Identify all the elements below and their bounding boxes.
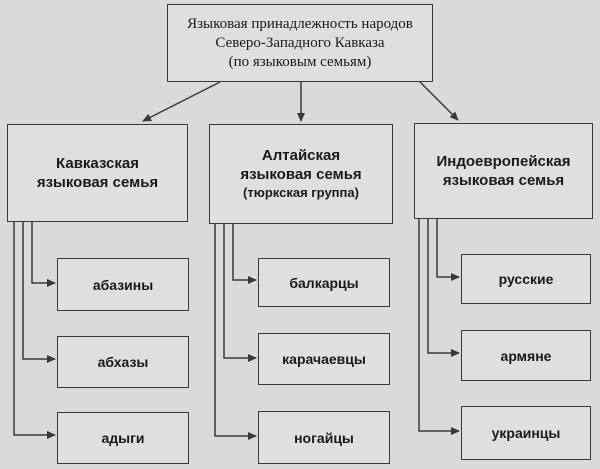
root-title-line: Языковая принадлежность народов <box>187 15 413 32</box>
people-box: карачаевцы <box>258 333 390 385</box>
family-box-caucasian: Кавказская языковая семья <box>7 124 188 222</box>
connector-altaic-0 <box>232 224 257 284</box>
connector-altaic-2 <box>214 224 257 440</box>
connector-caucasian-2 <box>13 222 56 439</box>
family-title-line: языковая семья <box>442 172 565 189</box>
people-box: адыги <box>57 412 189 464</box>
arrow-root-to-caucasian <box>142 81 221 122</box>
people-box: русские <box>461 254 591 304</box>
people-box: ногайцы <box>258 411 390 464</box>
root-title-box: Языковая принадлежность народов Северо-З… <box>167 4 433 82</box>
people-box: украинцы <box>461 406 591 460</box>
family-title-line: языковая семья <box>36 174 159 191</box>
people-box: балкарцы <box>258 258 390 307</box>
connector-indoeuropean-1 <box>427 219 460 357</box>
people-box: абхазы <box>57 336 189 388</box>
connector-indoeuropean-0 <box>436 219 460 281</box>
family-title-line: Индоевропейская <box>436 153 571 170</box>
family-subtitle: (тюркская группа) <box>243 185 359 200</box>
family-title-line: языковая семья <box>240 166 362 183</box>
root-title-line: Северо-Западного Кавказа <box>215 34 385 51</box>
connector-altaic-1 <box>223 224 257 362</box>
family-title-line: Кавказская <box>56 155 139 172</box>
people-box: абазины <box>57 258 189 311</box>
family-box-altaic: Алтайская языковая семья (тюркская групп… <box>209 124 393 224</box>
people-box: армяне <box>461 330 591 381</box>
family-box-indoeuropean: Индоевропейская языковая семья <box>414 123 593 219</box>
family-title-line: Алтайская <box>261 147 341 164</box>
connector-indoeuropean-2 <box>418 219 460 435</box>
arrow-root-to-indoeuropean <box>419 81 459 121</box>
connector-caucasian-1 <box>22 222 56 363</box>
root-title-line: (по языковым семьям) <box>228 53 372 70</box>
connector-caucasian-0 <box>31 222 56 287</box>
